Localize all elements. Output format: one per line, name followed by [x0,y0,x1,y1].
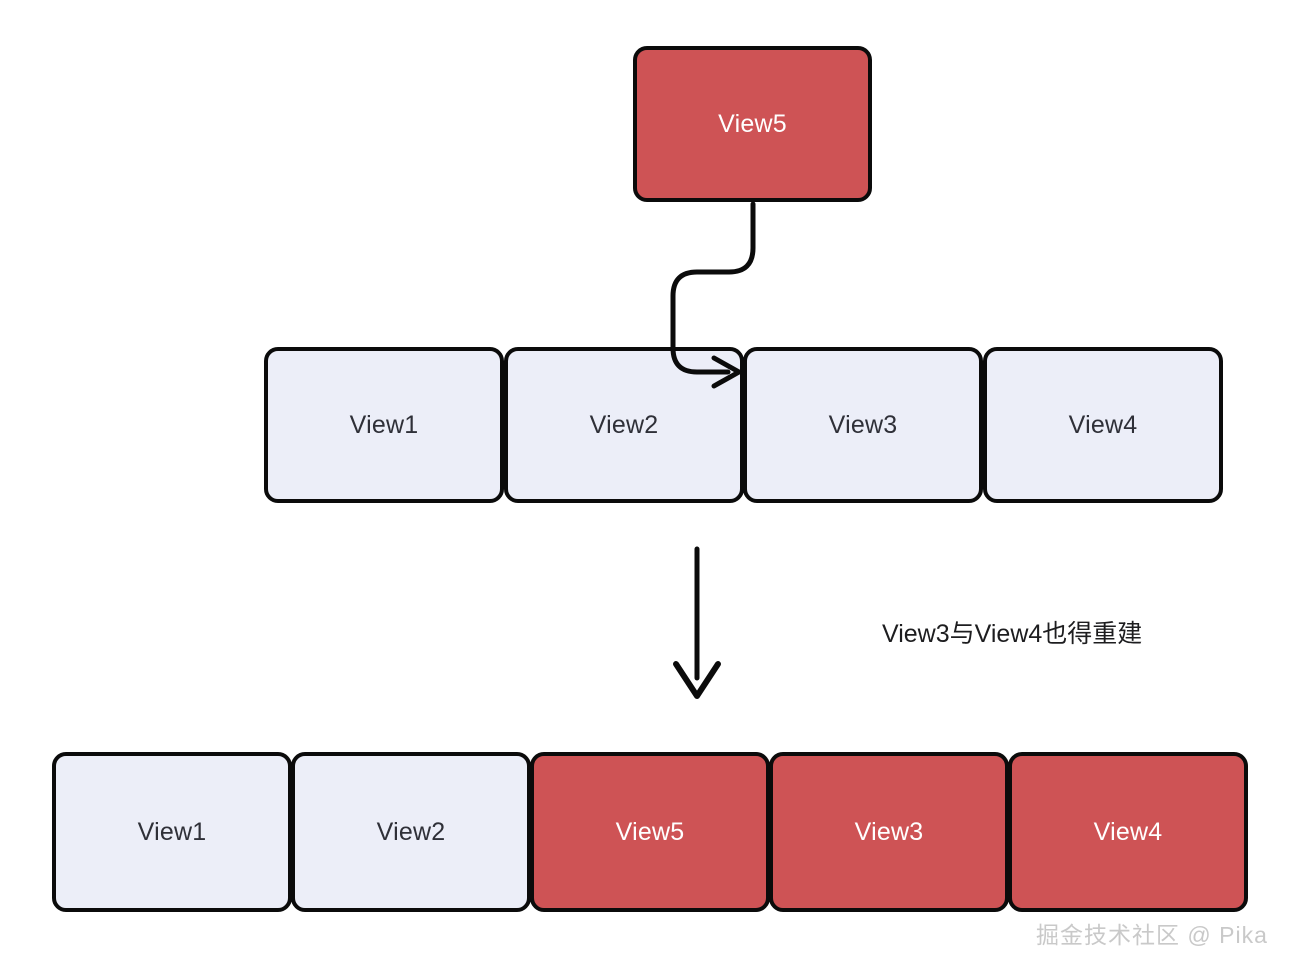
node-label: View1 [349,410,419,439]
before-box-view4[interactable]: View4 [983,347,1223,503]
after-box-view4[interactable]: View4 [1008,752,1248,912]
node-label: View4 [1093,817,1163,846]
node-label: View5 [615,817,685,846]
after-box-view5[interactable]: View5 [530,752,770,912]
node-label: View1 [137,817,207,846]
node-label: View5 [718,109,787,138]
rebuild-note: View3与View4也得重建 [882,620,1143,648]
node-view5-source[interactable]: View5 [633,46,872,202]
node-label: View4 [1068,410,1138,439]
after-box-view2[interactable]: View2 [291,752,531,912]
before-box-view1[interactable]: View1 [264,347,504,503]
before-box-view3[interactable]: View3 [743,347,983,503]
before-box-view2[interactable]: View2 [504,347,744,503]
node-label: View3 [828,410,898,439]
node-label: View2 [376,817,446,846]
node-label: View3 [854,817,924,846]
after-box-view3[interactable]: View3 [769,752,1009,912]
after-box-view1[interactable]: View1 [52,752,292,912]
transform-connector [673,546,721,699]
node-label: View2 [589,410,659,439]
watermark: 掘金技术社区 @ Pika [1036,922,1268,948]
